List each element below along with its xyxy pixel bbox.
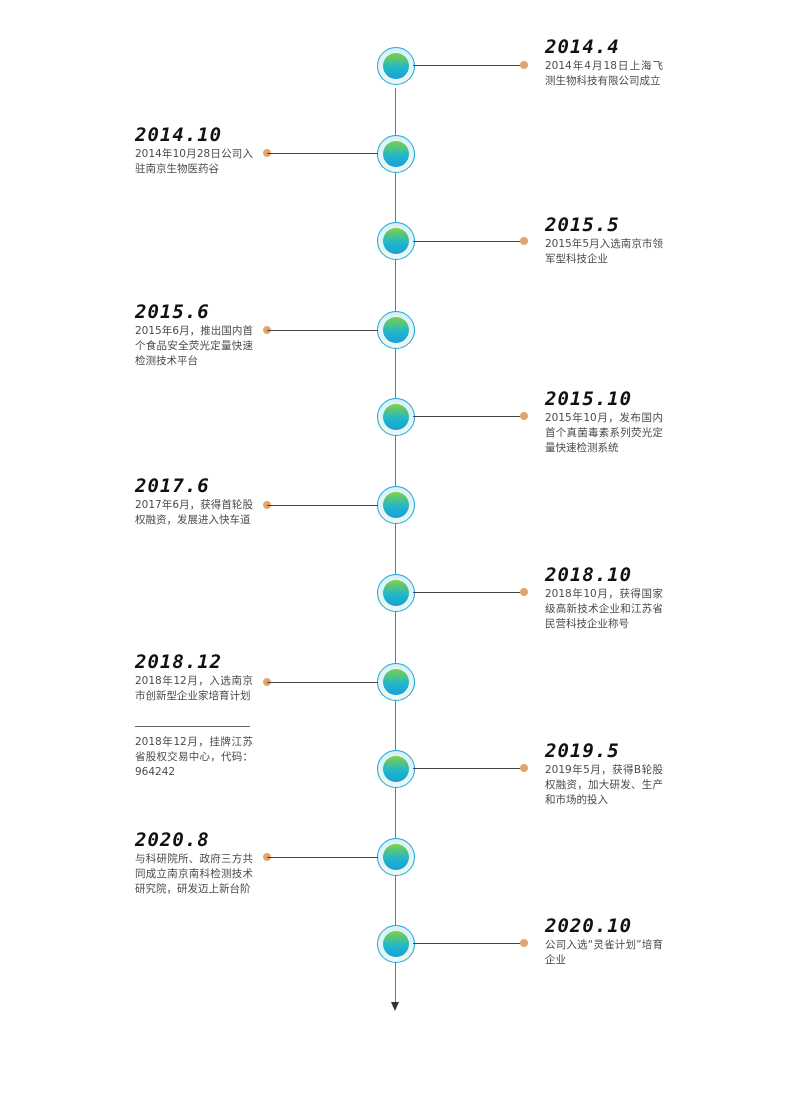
connector-line <box>413 943 524 944</box>
connector-dot <box>520 412 528 420</box>
event-year: 2019.5 <box>545 740 620 762</box>
event-year: 2015.10 <box>545 388 633 410</box>
node-core <box>383 492 409 518</box>
event-year: 2020.8 <box>135 829 210 851</box>
node-core <box>383 580 409 606</box>
timeline-node <box>377 222 415 260</box>
connector-line <box>267 505 378 506</box>
event-desc: 与科研院所、政府三方共同成立南京南科检测技术研究院，研发迈上新台阶 <box>135 853 253 895</box>
connector-dot <box>520 939 528 947</box>
event-desc: 2017年6月，获得首轮股权融资，发展进入快车道 <box>135 499 253 526</box>
event-year: 2018.12 <box>135 651 223 673</box>
timeline-node <box>377 311 415 349</box>
event-desc: 2018年12月，入选南京市创新型企业家培育计划 <box>135 675 253 702</box>
timeline-node <box>377 663 415 701</box>
event-year: 2015.5 <box>545 214 620 236</box>
node-core <box>383 931 409 957</box>
event-desc: 2014年10月28日公司入驻南京生物医药谷 <box>135 148 253 175</box>
connector-line <box>267 682 378 683</box>
connector-line <box>413 241 524 242</box>
timeline-arrow-icon <box>391 1002 399 1011</box>
event-desc: 2015年5月入选南京市领军型科技企业 <box>545 238 663 265</box>
timeline-node <box>377 135 415 173</box>
connector-dot <box>520 764 528 772</box>
connector-line <box>413 592 524 593</box>
connector-line <box>267 330 378 331</box>
event-year: 2020.10 <box>545 915 633 937</box>
timeline-node <box>377 925 415 963</box>
entry-divider <box>135 726 250 727</box>
timeline-axis <box>395 88 396 1004</box>
event-extra-desc: 2018年12月，挂牌江苏省股权交易中心，代码：964242 <box>135 736 253 778</box>
timeline-node <box>377 574 415 612</box>
node-core <box>383 141 409 167</box>
node-core <box>383 228 409 254</box>
event-year: 2017.6 <box>135 475 210 497</box>
node-core <box>383 844 409 870</box>
event-desc: 2014年4月18日上海飞测生物科技有限公司成立 <box>545 60 663 87</box>
event-year: 2014.10 <box>135 124 223 146</box>
event-desc: 2015年10月，发布国内首个真菌毒素系列荧光定量快速检测系统 <box>545 412 663 454</box>
connector-line <box>413 65 524 66</box>
event-year: 2015.6 <box>135 301 210 323</box>
node-core <box>383 669 409 695</box>
connector-dot <box>520 237 528 245</box>
connector-line <box>267 857 378 858</box>
event-desc: 2018年10月，获得国家级高新技术企业和江苏省民营科技企业称号 <box>545 588 663 630</box>
node-core <box>383 53 409 79</box>
connector-dot <box>520 61 528 69</box>
node-core <box>383 317 409 343</box>
event-year: 2018.10 <box>545 564 633 586</box>
event-desc: 2015年6月，推出国内首个食品安全荧光定量快速检测技术平台 <box>135 325 253 367</box>
timeline-node <box>377 47 415 85</box>
event-year: 2014.4 <box>545 36 620 58</box>
event-desc: 2019年5月，获得B轮股权融资，加大研发、生产和市场的投入 <box>545 764 663 806</box>
node-core <box>383 404 409 430</box>
event-desc: 公司入选“灵雀计划”培育企业 <box>545 939 663 966</box>
timeline-node <box>377 486 415 524</box>
timeline-node <box>377 838 415 876</box>
connector-line <box>413 416 524 417</box>
timeline-node <box>377 398 415 436</box>
timeline-node <box>377 750 415 788</box>
connector-line <box>413 768 524 769</box>
connector-line <box>267 153 378 154</box>
node-core <box>383 756 409 782</box>
connector-dot <box>520 588 528 596</box>
